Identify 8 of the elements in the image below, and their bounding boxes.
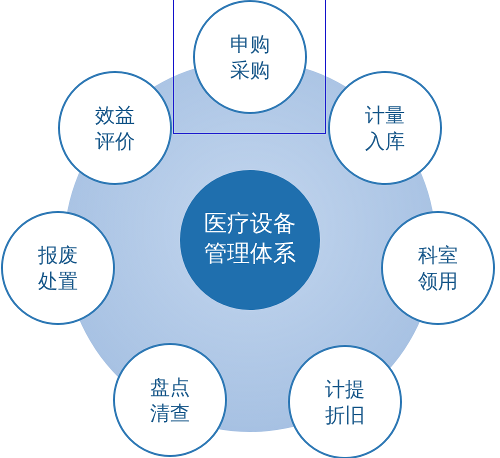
circle-label: 盘点清查: [149, 374, 191, 426]
circle-label: 申购采购: [229, 31, 271, 83]
circle-label: 计提折旧: [324, 376, 366, 428]
circle-label: 报废处置: [37, 242, 79, 294]
circle-label: 效益评价: [94, 102, 136, 154]
circle-label: 医疗设备管理体系: [202, 210, 297, 269]
circle-label: 计量入库: [364, 102, 406, 154]
circle-label: 科室领用: [417, 242, 459, 294]
